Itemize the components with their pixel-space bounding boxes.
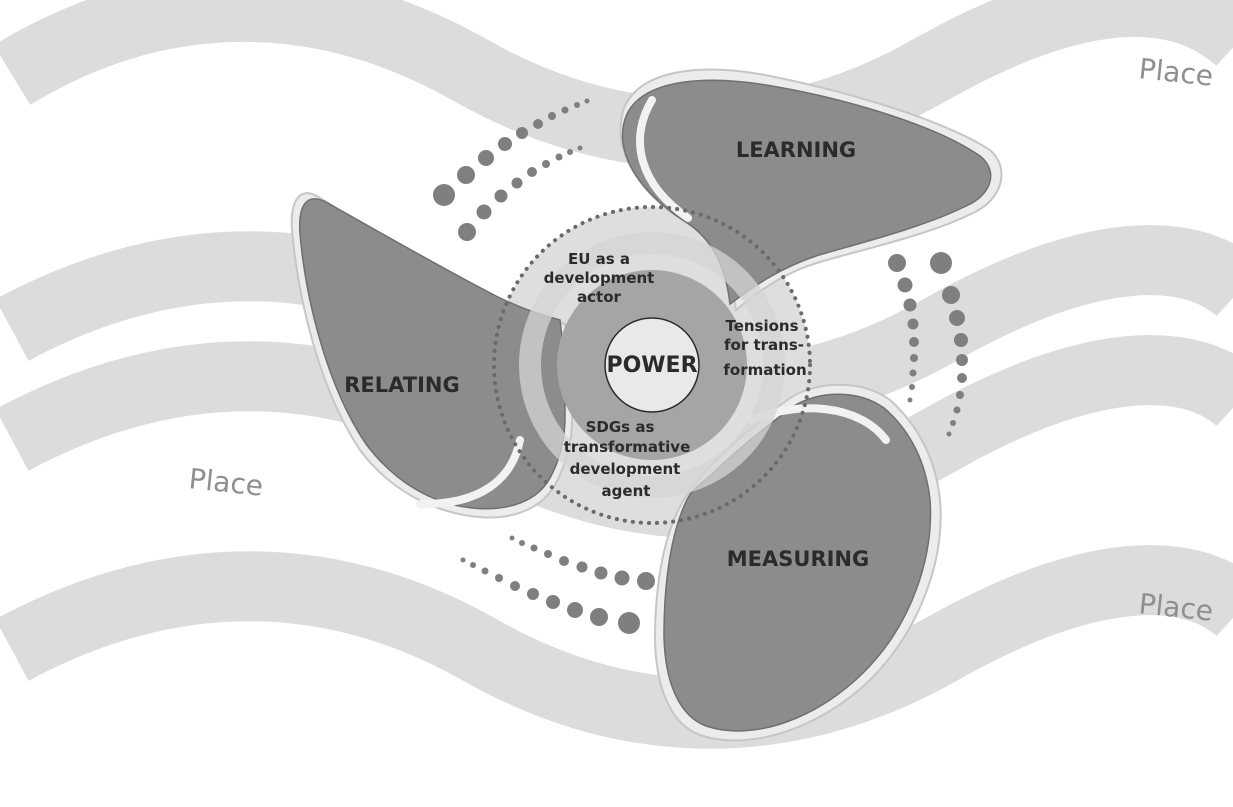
hub-label-right: Tensions for trans- formation	[723, 317, 806, 379]
blade-label-learning: LEARNING	[736, 138, 856, 162]
hub-bottom-line-2: transformative	[564, 438, 691, 456]
hub-right-line-2: for trans-	[724, 336, 804, 354]
hub-right-line-3: formation	[723, 361, 806, 379]
dotted-ring	[492, 205, 812, 525]
place-label-left: Place	[187, 462, 264, 503]
hub-label-bottom: SDGs as transformative development agent	[564, 418, 691, 500]
hub-bottom-line-3: development	[570, 460, 681, 478]
motion-dots-bottom	[460, 535, 655, 634]
blade-label-measuring: MEASURING	[727, 547, 869, 571]
hub-top-line-1: EU as a	[568, 250, 630, 268]
hub-top-line-2: development	[544, 269, 655, 287]
blade-label-relating: RELATING	[344, 373, 459, 397]
hub-bottom-line-1: SDGs as	[586, 418, 655, 436]
motion-dots-top-left	[433, 98, 590, 241]
hub-inner-light	[519, 232, 785, 498]
hub-top-line-3: actor	[577, 288, 621, 306]
hub-right-line-1: Tensions	[725, 317, 798, 335]
hub-label-top: EU as a development actor	[544, 250, 655, 306]
hub-bottom-line-4: agent	[602, 482, 651, 500]
power-core	[604, 317, 700, 413]
motion-dots-right	[888, 252, 968, 437]
wave-band-bottom	[0, 545, 1233, 749]
power-label: POWER	[606, 353, 697, 378]
place-label-top-right: Place	[1137, 52, 1214, 93]
place-label-bottom-right: Place	[1137, 587, 1214, 628]
